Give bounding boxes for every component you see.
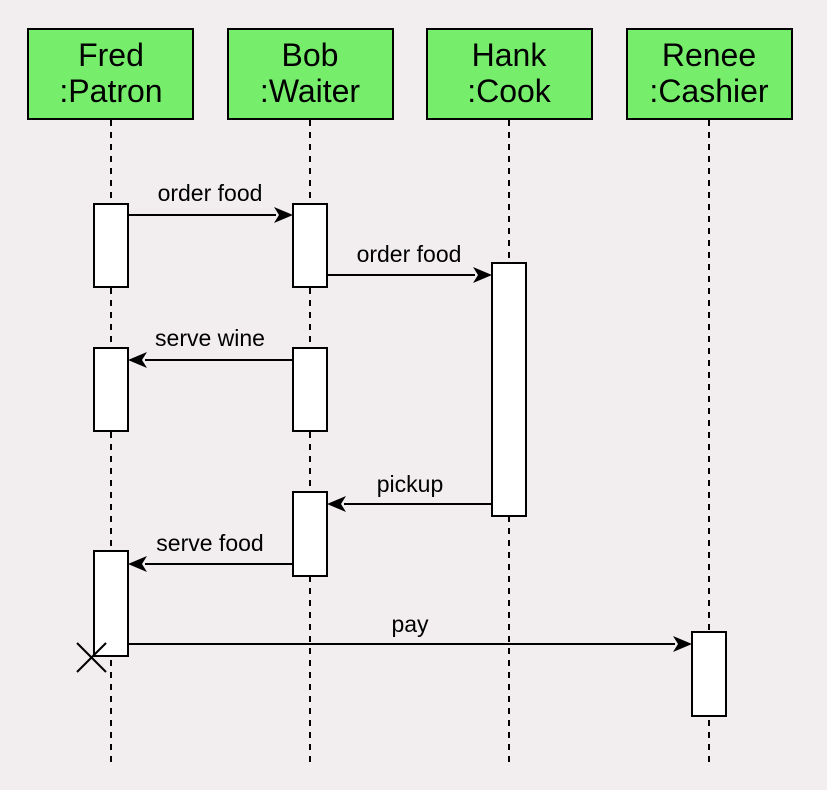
participant-name: Bob xyxy=(282,37,339,73)
message-label: pay xyxy=(391,611,429,637)
participant-bob: Bob :Waiter xyxy=(227,28,394,120)
message-label: order food xyxy=(357,241,462,267)
participant-hank: Hank :Cook xyxy=(426,28,593,120)
participant-role: :Cook xyxy=(467,73,552,109)
message-label: serve food xyxy=(156,530,263,556)
participant-name: Fred xyxy=(78,37,144,73)
activation-fred-1 xyxy=(93,203,129,288)
arrowhead-icon xyxy=(274,207,293,223)
activation-fred-3 xyxy=(93,550,129,657)
participant-name: Renee xyxy=(662,37,756,73)
activation-fred-2 xyxy=(93,347,129,432)
participant-renee: Renee :Cashier xyxy=(626,28,793,120)
activation-bob-1 xyxy=(292,203,328,288)
participant-role: :Patron xyxy=(59,73,162,109)
arrowhead-icon xyxy=(473,267,492,283)
message-label: order food xyxy=(158,180,263,206)
participant-box xyxy=(227,28,394,120)
participant-name: Hank xyxy=(472,37,548,73)
activation-renee-1 xyxy=(691,631,727,717)
participant-box xyxy=(27,28,194,120)
message-order-food-2: order food xyxy=(327,241,492,283)
participant-role: :Cashier xyxy=(649,73,769,109)
activation-bob-3 xyxy=(292,491,328,577)
message-order-food-1: order food xyxy=(128,180,293,223)
arrowhead-icon xyxy=(327,496,346,512)
participant-box xyxy=(426,28,593,120)
destroy-x-icon xyxy=(76,642,107,673)
message-serve-wine: serve wine xyxy=(128,325,293,368)
arrowhead-icon xyxy=(673,636,692,652)
message-label: pickup xyxy=(377,471,443,497)
message-pickup: pickup xyxy=(327,471,492,512)
participant-role: :Waiter xyxy=(260,73,361,109)
participant-fred: Fred :Patron xyxy=(27,28,194,120)
message-label: serve wine xyxy=(155,325,265,351)
arrowhead-icon xyxy=(128,556,147,572)
message-serve-food: serve food xyxy=(128,530,293,572)
message-pay: pay xyxy=(128,611,692,652)
participant-box xyxy=(626,28,793,120)
activation-hank-1 xyxy=(491,262,527,517)
arrowhead-icon xyxy=(128,352,147,368)
activation-bob-2 xyxy=(292,347,328,432)
